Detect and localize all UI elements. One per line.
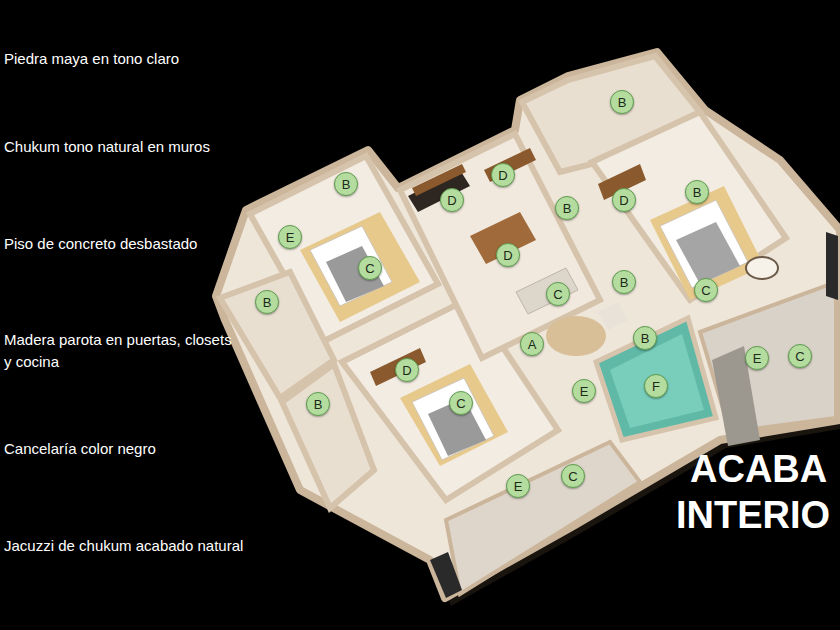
callout-circle: C — [546, 282, 570, 306]
callout-letter: C — [456, 397, 465, 410]
bed — [412, 378, 494, 460]
callout-letter: C — [553, 288, 562, 301]
armchair — [598, 302, 628, 330]
callout-circle: F — [644, 374, 668, 398]
callout-letter: D — [447, 194, 456, 207]
callout-letter: B — [620, 276, 629, 289]
callout-circle: E — [745, 346, 769, 370]
callout-circle: B — [334, 172, 358, 196]
callout-circle: C — [561, 464, 585, 488]
callout-letter: E — [580, 385, 589, 398]
parota-closet — [370, 348, 426, 386]
callout-letter: B — [314, 398, 323, 411]
callout-letter: F — [652, 380, 660, 393]
finish-note: Madera parota en puertas, closets y coci… — [4, 329, 236, 373]
finish-note: Piso de concreto desbastado — [4, 233, 304, 255]
callout-letter: B — [641, 332, 650, 345]
callout-circle: E — [278, 225, 302, 249]
callout-letter: C — [701, 284, 710, 297]
callout-letter: D — [619, 194, 628, 207]
callout-circle: C — [788, 344, 812, 368]
blanket — [326, 246, 384, 302]
callout-letter: B — [693, 186, 702, 199]
blanket — [676, 222, 740, 284]
callout-circle: C — [449, 391, 473, 415]
callout-circle: E — [506, 474, 530, 498]
callout-letter: B — [563, 202, 572, 215]
black-window-frame — [430, 552, 462, 598]
callout-letter: D — [402, 364, 411, 377]
callout-circle: D — [491, 163, 515, 187]
finish-note: Jacuzzi de chukum acabado natural — [4, 535, 304, 557]
callout-letter: B — [263, 296, 272, 309]
callout-circle: D — [395, 358, 419, 382]
bathtub — [746, 257, 778, 279]
callout-circle: B — [610, 90, 634, 114]
finish-note: Piedra maya en tono claro — [4, 48, 304, 70]
finish-note: Cancelaría color negro — [4, 438, 304, 460]
callout-letter: C — [365, 262, 374, 275]
terrace-floor — [446, 442, 640, 594]
bedroom-floor — [592, 112, 786, 300]
callout-letter: E — [753, 352, 762, 365]
bed — [660, 200, 748, 288]
callout-circle: D — [612, 188, 636, 212]
callout-letter: C — [795, 350, 804, 363]
jacuzzi-water — [610, 334, 704, 428]
callout-letter: D — [498, 169, 507, 182]
callout-circle: C — [694, 278, 718, 302]
black-window-frame — [826, 232, 838, 300]
round-rug — [546, 316, 606, 356]
callout-letter: D — [503, 249, 512, 262]
callout-letter: B — [342, 178, 351, 191]
callout-letter: A — [528, 338, 537, 351]
callout-circle: D — [440, 188, 464, 212]
callout-circle: B — [306, 392, 330, 416]
callout-letter: B — [618, 96, 627, 109]
callout-circle: B — [255, 290, 279, 314]
rug — [400, 364, 508, 466]
callout-circle: A — [520, 332, 544, 356]
callout-circle: C — [358, 256, 382, 280]
slide-title: ACABA INTERIO — [676, 446, 836, 539]
callout-letter: E — [514, 480, 523, 493]
callout-circle: E — [572, 379, 596, 403]
sofa — [516, 268, 578, 314]
rug — [650, 186, 764, 300]
callout-letter: E — [286, 231, 295, 244]
plan-floor — [216, 52, 840, 598]
callout-circle: B — [633, 326, 657, 350]
callout-circle: B — [555, 196, 579, 220]
callout-letter: C — [568, 470, 577, 483]
callout-circle: B — [612, 270, 636, 294]
bed — [310, 226, 392, 306]
callout-circle: D — [496, 243, 520, 267]
callout-circle: B — [685, 180, 709, 204]
rug — [300, 212, 420, 322]
jacuzzi — [596, 318, 716, 440]
finish-note: Chukum tono natural en muros — [4, 136, 304, 158]
